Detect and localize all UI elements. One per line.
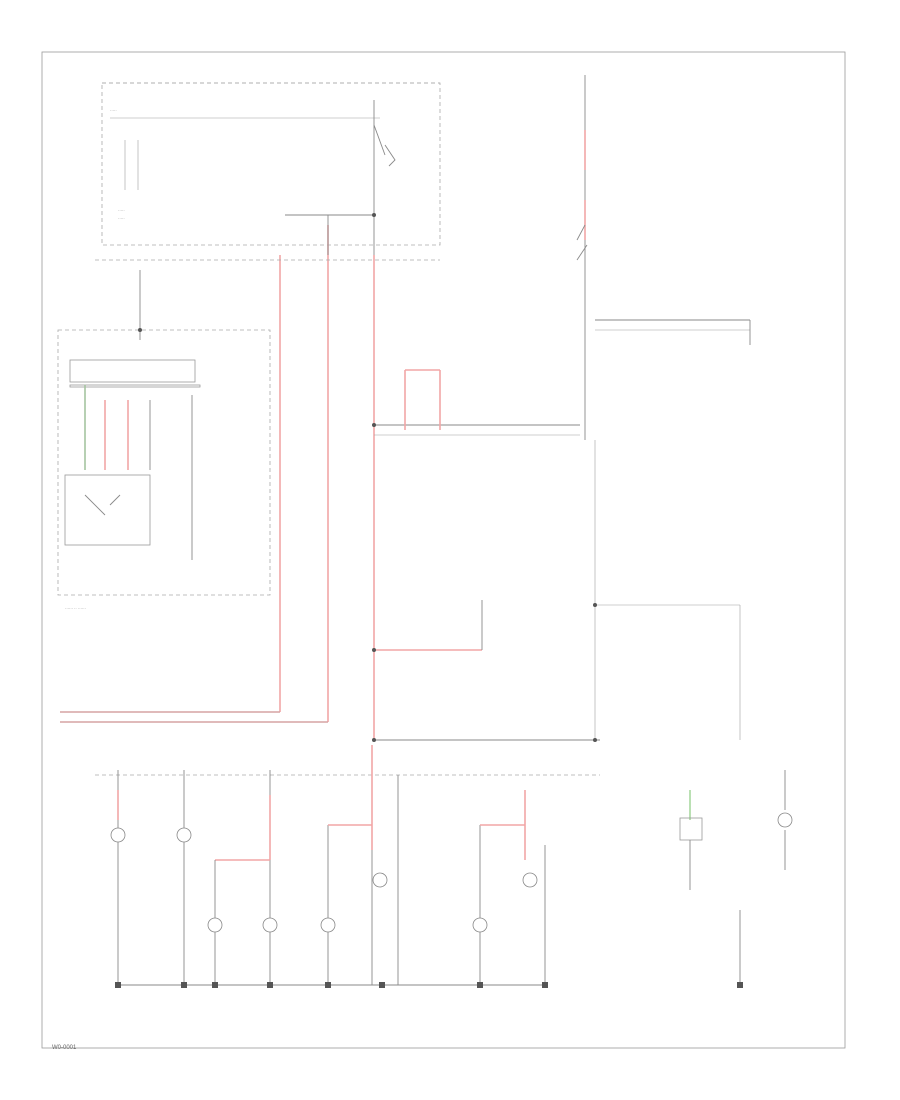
- svg-text:·····: ·····: [118, 208, 125, 213]
- right-lower-components: [679, 770, 786, 985]
- svg-text:·····: ·····: [118, 216, 125, 221]
- diagram-border: [41, 51, 846, 1049]
- center-bus: [374, 369, 600, 741]
- lamp-bus: [95, 745, 600, 986]
- lamp-icon: [110, 812, 793, 933]
- figure-code: W0-0001: [52, 1045, 77, 1051]
- combination-switch: ······ ·· ······: [57, 270, 271, 611]
- ground-icon: [115, 982, 743, 988]
- switch-icon: [373, 124, 396, 167]
- splice-node-icon: [138, 213, 597, 742]
- power-feed: [60, 100, 375, 740]
- fuse-relay-box: ····· ····· ·····: [101, 82, 441, 246]
- svg-text:······ ·· ······: ······ ·· ······: [65, 606, 86, 611]
- svg-text:·····: ·····: [110, 108, 117, 113]
- right-switch-column: [576, 75, 751, 740]
